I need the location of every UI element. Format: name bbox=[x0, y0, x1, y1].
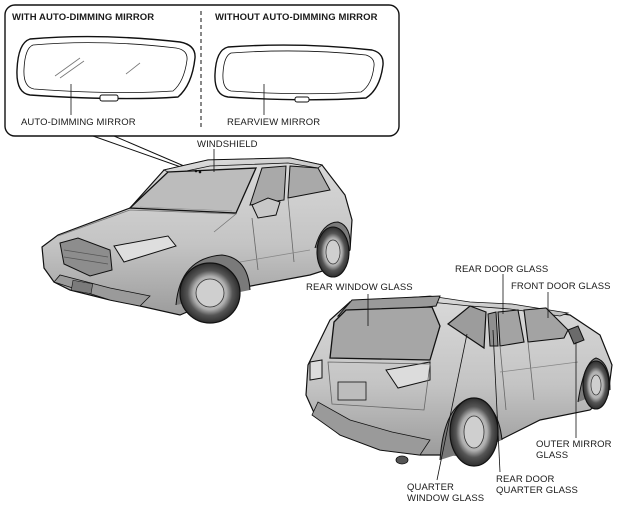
without-auto-dimming-heading: WITHOUT AUTO-DIMMING MIRROR bbox=[215, 12, 378, 23]
rear-door-glass-label: REAR DOOR GLASS bbox=[455, 264, 549, 275]
auto-dimming-mirror-label: AUTO-DIMMING MIRROR bbox=[21, 117, 136, 128]
quarter-window-glass-label: QUARTER WINDOW GLASS bbox=[407, 482, 485, 504]
windshield-label: WINDSHIELD bbox=[197, 139, 258, 150]
rearview-mirror-drawing bbox=[214, 44, 384, 115]
rear-car-drawing bbox=[305, 295, 613, 467]
quarter-window-leader bbox=[436, 333, 468, 481]
rear-door-quarter-leader bbox=[492, 329, 501, 473]
auto-dimming-mirror-drawing bbox=[16, 35, 196, 115]
with-auto-dimming-heading: WITH AUTO-DIMMING MIRROR bbox=[12, 12, 155, 23]
rearview-mirror-label: REARVIEW MIRROR bbox=[227, 117, 321, 128]
rear-leaders bbox=[367, 274, 577, 481]
license-plate-area bbox=[337, 381, 367, 401]
rear-door-quarter-glass-label: REAR DOOR QUARTER GLASS bbox=[496, 474, 578, 496]
front-car-drawing bbox=[41, 149, 353, 324]
outer-mirror-glass-label: OUTER MIRROR GLASS bbox=[536, 439, 612, 461]
rear-window-glass-label: REAR WINDOW GLASS bbox=[306, 282, 413, 293]
front-door-glass-label: FRONT DOOR GLASS bbox=[511, 281, 611, 292]
